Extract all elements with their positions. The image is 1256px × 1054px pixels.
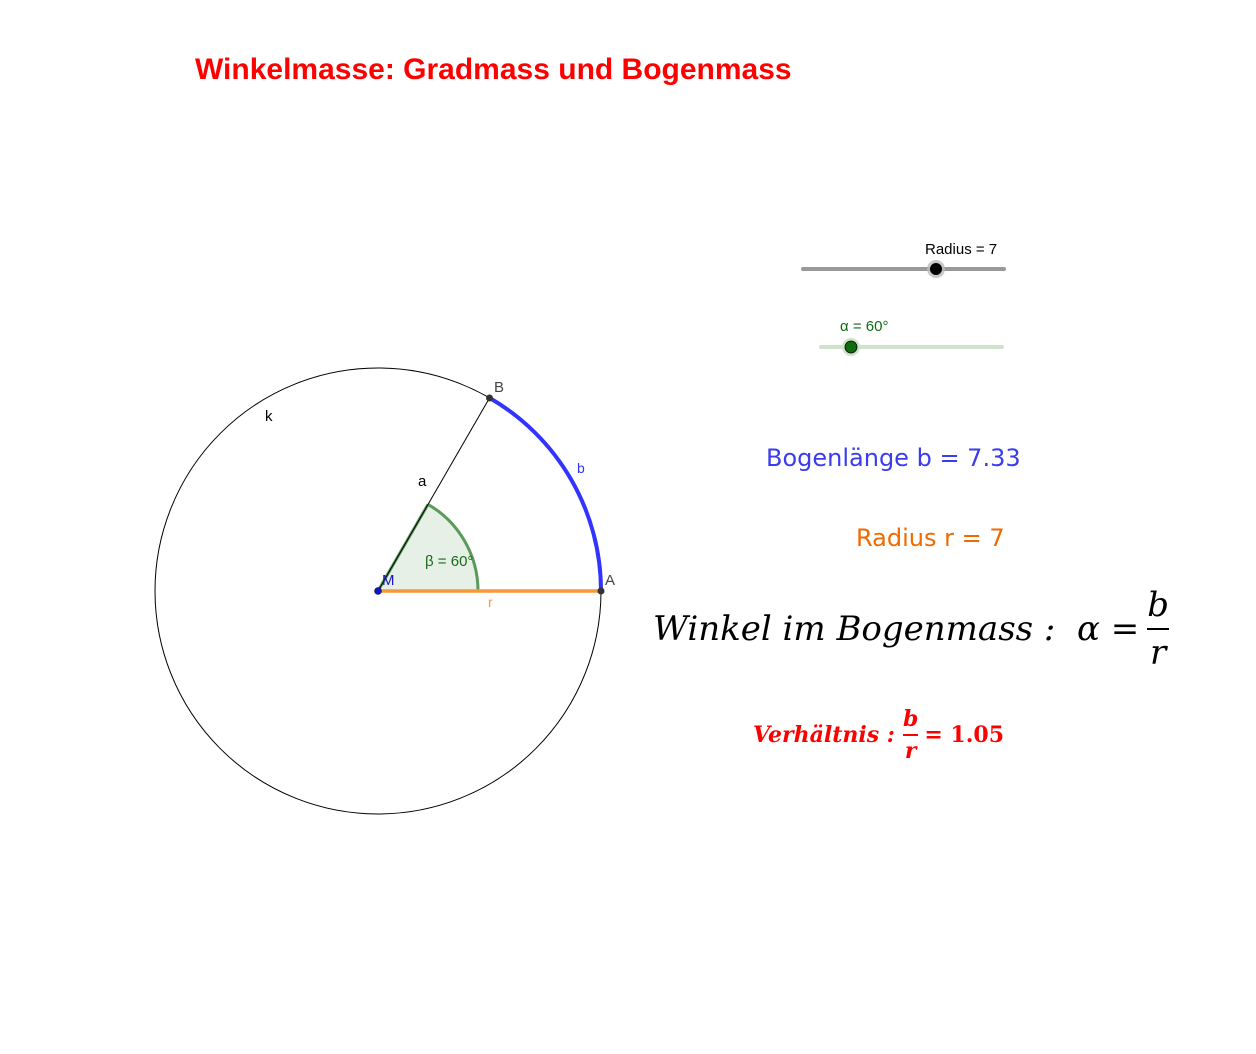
radius-text: Radius r = 7	[856, 524, 1005, 552]
angle-arc[interactable]	[427, 503, 480, 592]
label-b-point: B	[494, 379, 504, 396]
fraction-bar	[1147, 628, 1169, 630]
segment-a[interactable]	[377, 397, 490, 592]
point-a[interactable]	[597, 587, 605, 595]
arc-b[interactable]	[488, 396, 603, 592]
ratio-formula: Verhältnis : b r = 1.05	[753, 708, 1004, 762]
formula-prefix: Winkel im Bogenmass : α =	[653, 609, 1140, 649]
label-a-point: A	[605, 572, 615, 589]
label-segment-a: a	[418, 473, 427, 490]
slider-radius-thumb[interactable]	[930, 263, 942, 275]
ratio-fraction: b r	[902, 706, 919, 764]
fraction-bar	[902, 734, 919, 736]
point-b[interactable]	[486, 394, 493, 402]
slider-alpha-label: α = 60°	[840, 318, 888, 335]
page-title: Winkelmasse: Gradmass und Bogenmass	[195, 53, 792, 86]
label-r: r	[488, 594, 493, 610]
ratio-numerator: b	[902, 706, 919, 732]
radian-formula: Winkel im Bogenmass : α = b r	[653, 588, 1169, 670]
label-k: k	[265, 408, 273, 425]
slider-alpha-thumb[interactable]	[844, 340, 858, 354]
label-arc-b: b	[577, 460, 585, 476]
ratio-denominator: r	[904, 738, 917, 764]
formula-numerator: b	[1147, 585, 1169, 625]
arc-length-text: Bogenlänge b = 7.33	[766, 444, 1021, 472]
slider-radius-label: Radius = 7	[925, 241, 997, 258]
ratio-prefix: Verhältnis :	[753, 722, 895, 748]
formula-fraction: b r	[1147, 588, 1169, 670]
label-angle-beta: β = 60°	[425, 553, 473, 570]
ratio-value: = 1.05	[924, 722, 1005, 748]
point-m[interactable]	[374, 587, 382, 595]
label-m: M	[382, 572, 395, 589]
formula-denominator: r	[1149, 633, 1167, 673]
